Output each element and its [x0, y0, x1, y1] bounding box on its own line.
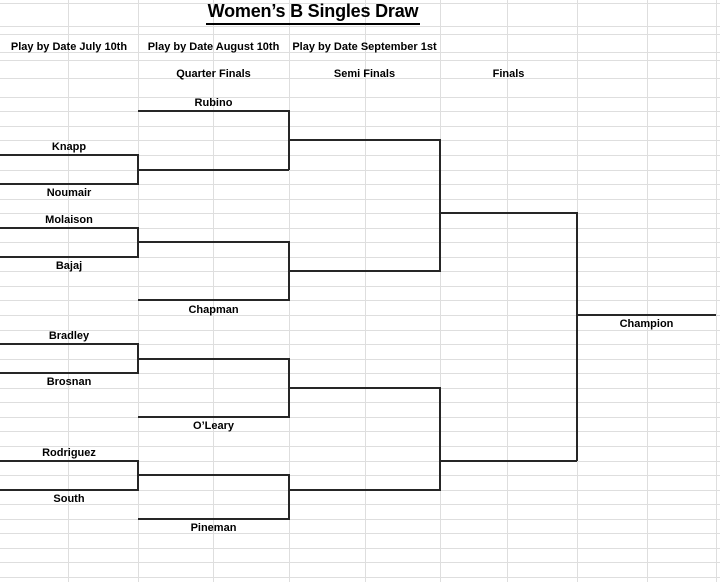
- bracket-connector-quarterfinal3: [288, 357, 290, 418]
- bracket-line-noumair: [0, 183, 138, 186]
- gridline-horizontal: [0, 576, 720, 578]
- bracket-line-semifinal1-bottom: [289, 270, 440, 273]
- page-title-text: Women’s B Singles Draw: [205, 1, 421, 25]
- gridline-horizontal: [0, 445, 720, 447]
- player-label-south: South: [53, 492, 85, 505]
- gridline-horizontal: [0, 213, 720, 215]
- bracket-line-semifinal1-top: [289, 139, 440, 142]
- gridline-vertical: [440, 0, 441, 582]
- bracket-line-semifinal2-bottom: [289, 488, 440, 491]
- gridline-horizontal: [0, 285, 720, 287]
- header-round3-deadline: Play by Date September 1st: [292, 40, 437, 53]
- gridline-horizontal: [0, 562, 720, 564]
- player-label-brosnan: Brosnan: [46, 376, 92, 389]
- player-label-bradley: Bradley: [48, 330, 90, 343]
- bracket-connector-final: [576, 212, 578, 462]
- gridline-horizontal: [0, 198, 720, 200]
- bracket-connector-semifinal1: [439, 139, 441, 273]
- gridline-horizontal: [0, 547, 720, 549]
- gridline-horizontal: [0, 402, 720, 404]
- player-label-pineman: Pineman: [190, 521, 237, 534]
- gridline-horizontal: [0, 169, 720, 171]
- gridline-vertical: [647, 0, 648, 582]
- bracket-line-final-bottom: [440, 459, 577, 462]
- gridline-horizontal: [0, 256, 720, 258]
- header-round2-deadline: Play by Date August 10th: [147, 40, 280, 53]
- bracket-line-bradley: [0, 343, 138, 346]
- gridline-vertical: [365, 0, 366, 582]
- gridline-horizontal: [0, 26, 720, 27]
- gridline-vertical: [507, 0, 508, 582]
- header-finals: Finals: [492, 67, 525, 80]
- gridline-vertical: [716, 0, 717, 582]
- bracket-connector-quarterfinal2: [288, 241, 290, 302]
- gridline-horizontal: [0, 125, 720, 127]
- bracket-connector-quarterfinal4: [288, 474, 290, 520]
- player-label-molaison: Molaison: [45, 213, 93, 226]
- bracket-line-pineman: [138, 517, 289, 520]
- gridline-horizontal: [0, 358, 720, 360]
- gridline-horizontal: [0, 60, 720, 61]
- bracket-connector-round1-match3: [137, 343, 139, 375]
- gridline-horizontal: [0, 242, 720, 244]
- page-title: Women’s B Singles Draw: [138, 1, 488, 25]
- player-label-rubino: Rubino: [194, 97, 233, 110]
- bracket-connector-semifinal2: [439, 386, 441, 491]
- player-label-rodriguez: Rodriguez: [42, 446, 96, 459]
- gridline-horizontal: [0, 416, 720, 418]
- gridline-horizontal: [0, 52, 720, 53]
- bracket-line-semifinal2-top: [289, 386, 440, 389]
- gridline-horizontal: [0, 300, 720, 302]
- gridline-horizontal: [0, 373, 720, 375]
- bracket-line-south: [0, 488, 138, 491]
- gridline-horizontal: [0, 533, 720, 535]
- gridline-horizontal: [0, 154, 720, 156]
- gridline-horizontal: [0, 518, 720, 520]
- gridline-horizontal: [0, 431, 720, 433]
- bracket-line-brosnan: [0, 372, 138, 375]
- gridline-horizontal: [0, 329, 720, 331]
- bracket-line-rodriguez: [0, 459, 138, 462]
- bracket-connector-round1-match4: [137, 459, 139, 491]
- bracket-connector-round1-match1: [137, 153, 139, 186]
- bracket-line-molaison: [0, 226, 138, 229]
- bracket-line-final-top: [440, 212, 577, 215]
- bracket-line-oleary: [138, 415, 289, 418]
- bracket-line-round1-match2-winner: [138, 241, 289, 244]
- gridline-horizontal: [0, 96, 720, 98]
- bracket-connector-quarterfinal1: [288, 110, 290, 171]
- gridline-horizontal: [0, 460, 720, 462]
- header-quarterfinals: Quarter Finals: [176, 67, 251, 80]
- gridline-horizontal: [0, 315, 720, 316]
- bracket-line-round1-match3-winner: [138, 357, 289, 360]
- header-round1-deadline: Play by Date July 10th: [10, 40, 128, 53]
- bracket-line-round1-match1-winner: [138, 168, 289, 171]
- player-label-oleary: O’Leary: [193, 419, 234, 432]
- gridline-horizontal: [0, 111, 720, 113]
- bracket-line-knapp: [0, 153, 138, 156]
- bracket-line-round1-match4-winner: [138, 474, 289, 477]
- gridline-horizontal: [0, 227, 720, 229]
- gridline-horizontal: [0, 78, 720, 80]
- bracket-line-champion: [577, 314, 716, 316]
- gridline-vertical: [138, 0, 139, 582]
- bracket-connector-round1-match2: [137, 226, 139, 258]
- gridline-vertical: [213, 0, 214, 582]
- gridline-horizontal: [0, 34, 720, 35]
- champion-label: Champion: [619, 318, 674, 330]
- bracket-line-chapman: [138, 299, 289, 302]
- bracket-line-rubino: [138, 110, 289, 113]
- player-label-knapp: Knapp: [51, 141, 87, 153]
- bracket-line-bajaj: [0, 255, 138, 258]
- player-label-bajaj: Bajaj: [55, 259, 83, 272]
- player-label-noumair: Noumair: [46, 187, 92, 200]
- gridline-horizontal: [0, 504, 720, 506]
- gridline-horizontal: [0, 475, 720, 477]
- header-semifinals: Semi Finals: [333, 67, 396, 80]
- gridline-horizontal: [0, 3, 720, 4]
- gridline-vertical: [68, 0, 69, 582]
- gridline-horizontal: [0, 344, 720, 346]
- player-label-chapman: Chapman: [188, 303, 239, 316]
- gridline-horizontal: [0, 184, 720, 186]
